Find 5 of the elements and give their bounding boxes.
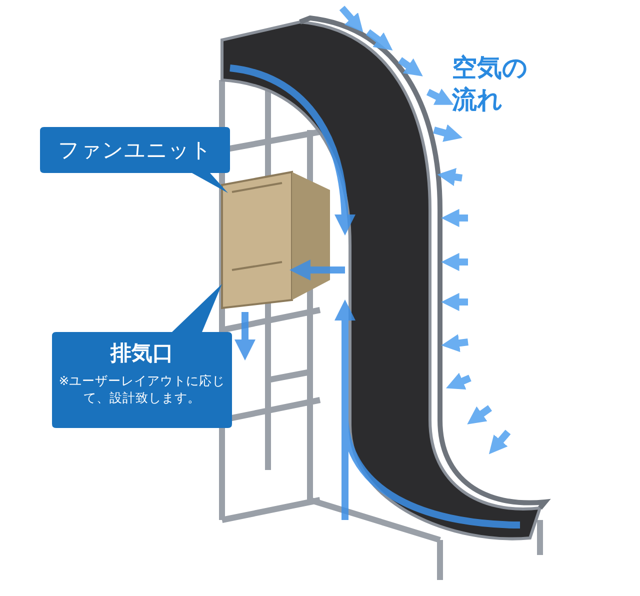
callout-note: ※ユーザーレイアウトに応じて、設計致します。 <box>58 372 226 406</box>
callout-title: 排気口 <box>109 340 174 367</box>
callout-title: ファンユニット <box>57 137 213 164</box>
speech-bubble <box>40 127 232 195</box>
airflow-label: 空気の流れ <box>452 52 529 116</box>
